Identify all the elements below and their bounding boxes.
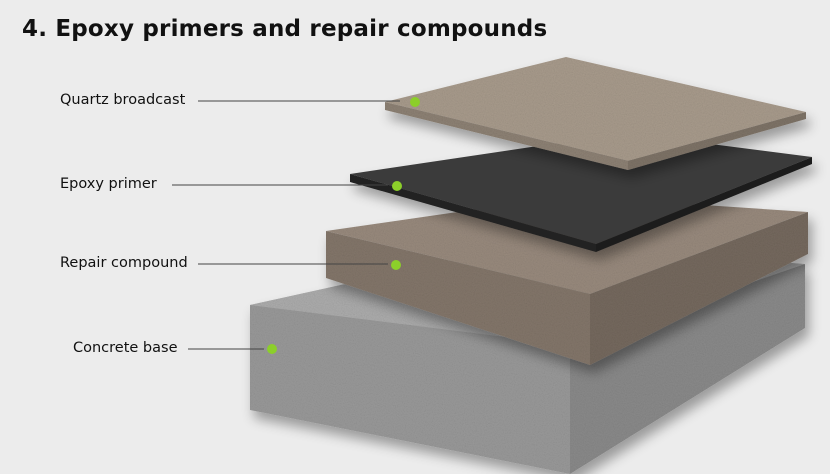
epoxy-primer-edge	[350, 174, 596, 252]
marker-primer	[392, 181, 402, 191]
epoxy-primer-side	[596, 157, 812, 252]
concrete-base-side	[570, 264, 805, 474]
epoxy-primer-top	[350, 133, 812, 244]
epoxy-primer-layer	[350, 133, 812, 252]
quartz-broadcast-edge	[385, 102, 628, 170]
marker-repair	[391, 260, 401, 270]
quartz-broadcast-layer	[385, 57, 806, 170]
label-concrete-base: Concrete base	[73, 340, 178, 356]
quartz-broadcast-top	[385, 57, 806, 161]
quartz-broadcast-side	[628, 112, 806, 170]
label-repair-compound: Repair compound	[60, 255, 188, 271]
page-title: 4. Epoxy primers and repair compounds	[22, 16, 548, 42]
label-quartz-broadcast: Quartz broadcast	[60, 92, 186, 108]
concrete-base-front	[250, 305, 570, 474]
marker-concrete	[267, 344, 277, 354]
label-epoxy-primer: Epoxy primer	[60, 176, 157, 192]
repair-compound-side	[590, 212, 808, 365]
marker-quartz	[410, 97, 420, 107]
repair-compound-top	[326, 196, 808, 294]
